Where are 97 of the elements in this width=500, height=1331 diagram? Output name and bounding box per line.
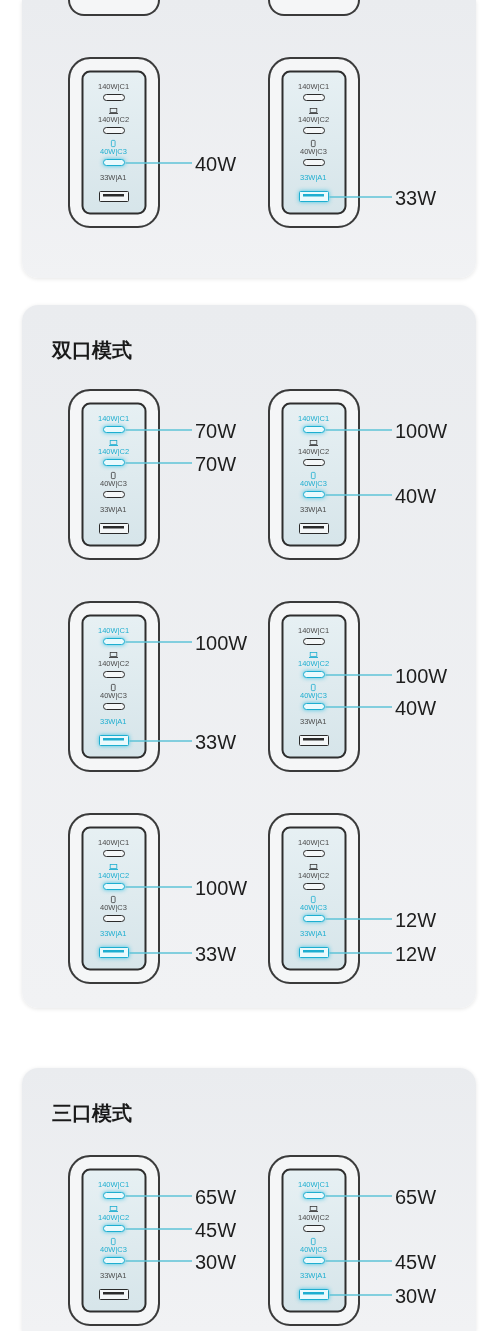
section-heading: 三口模式 <box>52 1101 132 1125</box>
usb-c-port <box>302 915 325 922</box>
leader-line <box>324 918 393 920</box>
leader-line <box>124 641 193 643</box>
usb-c-port <box>102 127 125 134</box>
wattage-label: 30W <box>395 1285 437 1307</box>
leader-line <box>124 162 193 164</box>
usb-c-port <box>102 159 125 166</box>
charger-body <box>68 813 160 984</box>
usb-c-port <box>302 159 325 166</box>
usb-a-port <box>298 1289 329 1300</box>
usb-a-port <box>98 947 129 958</box>
leader-line <box>124 886 193 888</box>
wattage-label: 45W <box>395 1251 437 1273</box>
usb-a-port <box>98 191 129 202</box>
leader-line <box>324 1195 393 1197</box>
usb-c-port <box>102 491 125 498</box>
usb-a-port <box>98 1289 129 1300</box>
leader-line <box>324 706 393 708</box>
leader-line <box>124 1195 193 1197</box>
usb-a-port <box>298 735 329 746</box>
wattage-label: 70W <box>195 420 237 442</box>
charger-body <box>268 0 360 16</box>
usb-c-port <box>102 1192 125 1199</box>
mode-panel <box>22 0 476 278</box>
usb-c-port <box>102 1257 125 1264</box>
charger-body <box>68 601 160 772</box>
usb-c-port <box>302 426 325 433</box>
usb-c-port <box>302 491 325 498</box>
charger-body <box>68 57 160 228</box>
leader-line <box>324 429 393 431</box>
usb-c-port <box>102 915 125 922</box>
usb-a-port <box>298 191 329 202</box>
charger-body <box>268 389 360 560</box>
wattage-label: 70W <box>195 453 237 475</box>
usb-c-port <box>102 883 125 890</box>
charger-body <box>268 601 360 772</box>
usb-c-port <box>102 850 125 857</box>
wattage-label: 33W <box>195 731 237 753</box>
usb-c-port <box>302 850 325 857</box>
wattage-label: 12W <box>395 943 437 965</box>
charger-body <box>268 57 360 228</box>
wattage-label: 30W <box>195 1251 237 1273</box>
usb-c-port <box>102 459 125 466</box>
wattage-label: 40W <box>395 485 437 507</box>
mode-panel <box>22 305 476 1008</box>
charger-body <box>68 1155 160 1326</box>
leader-line <box>124 462 193 464</box>
usb-c-port <box>302 1225 325 1232</box>
leader-line <box>324 674 393 676</box>
leader-line <box>328 196 393 198</box>
mode-panel <box>22 1068 476 1331</box>
usb-c-port <box>302 1257 325 1264</box>
wattage-label: 33W <box>195 943 237 965</box>
wattage-label: 45W <box>195 1219 237 1241</box>
leader-line <box>124 429 193 431</box>
leader-line <box>124 1260 193 1262</box>
usb-c-port <box>102 638 125 645</box>
charger-body <box>68 0 160 16</box>
charger-body <box>268 1155 360 1326</box>
wattage-label: 100W <box>395 420 448 442</box>
usb-a-port <box>98 523 129 534</box>
wattage-label: 12W <box>395 909 437 931</box>
wattage-label: 40W <box>195 153 237 175</box>
usb-c-port <box>302 883 325 890</box>
usb-c-port <box>302 127 325 134</box>
usb-c-port <box>302 94 325 101</box>
wattage-label: 33W <box>395 187 437 209</box>
usb-c-port <box>102 94 125 101</box>
leader-line <box>324 1260 393 1262</box>
usb-c-port <box>302 1192 325 1199</box>
wattage-label: 100W <box>395 665 448 687</box>
usb-c-port <box>302 671 325 678</box>
usb-a-port <box>298 523 329 534</box>
wattage-label: 100W <box>195 632 248 654</box>
wattage-label: 65W <box>195 1186 237 1208</box>
wattage-label: 40W <box>395 697 437 719</box>
leader-line <box>128 952 193 954</box>
usb-c-port <box>102 1225 125 1232</box>
usb-c-port <box>102 426 125 433</box>
usb-c-port <box>302 703 325 710</box>
usb-c-port <box>302 459 325 466</box>
leader-line <box>328 952 393 954</box>
leader-line <box>128 740 193 742</box>
usb-a-port <box>298 947 329 958</box>
wattage-label: 65W <box>395 1186 437 1208</box>
usb-c-port <box>302 638 325 645</box>
leader-line <box>124 1228 193 1230</box>
leader-line <box>324 494 393 496</box>
charger-body <box>68 389 160 560</box>
charger-body <box>268 813 360 984</box>
usb-a-port <box>98 735 129 746</box>
usb-c-port <box>102 671 125 678</box>
usb-c-port <box>102 703 125 710</box>
leader-line <box>328 1294 393 1296</box>
wattage-label: 100W <box>195 877 248 899</box>
section-heading: 双口模式 <box>52 338 132 362</box>
